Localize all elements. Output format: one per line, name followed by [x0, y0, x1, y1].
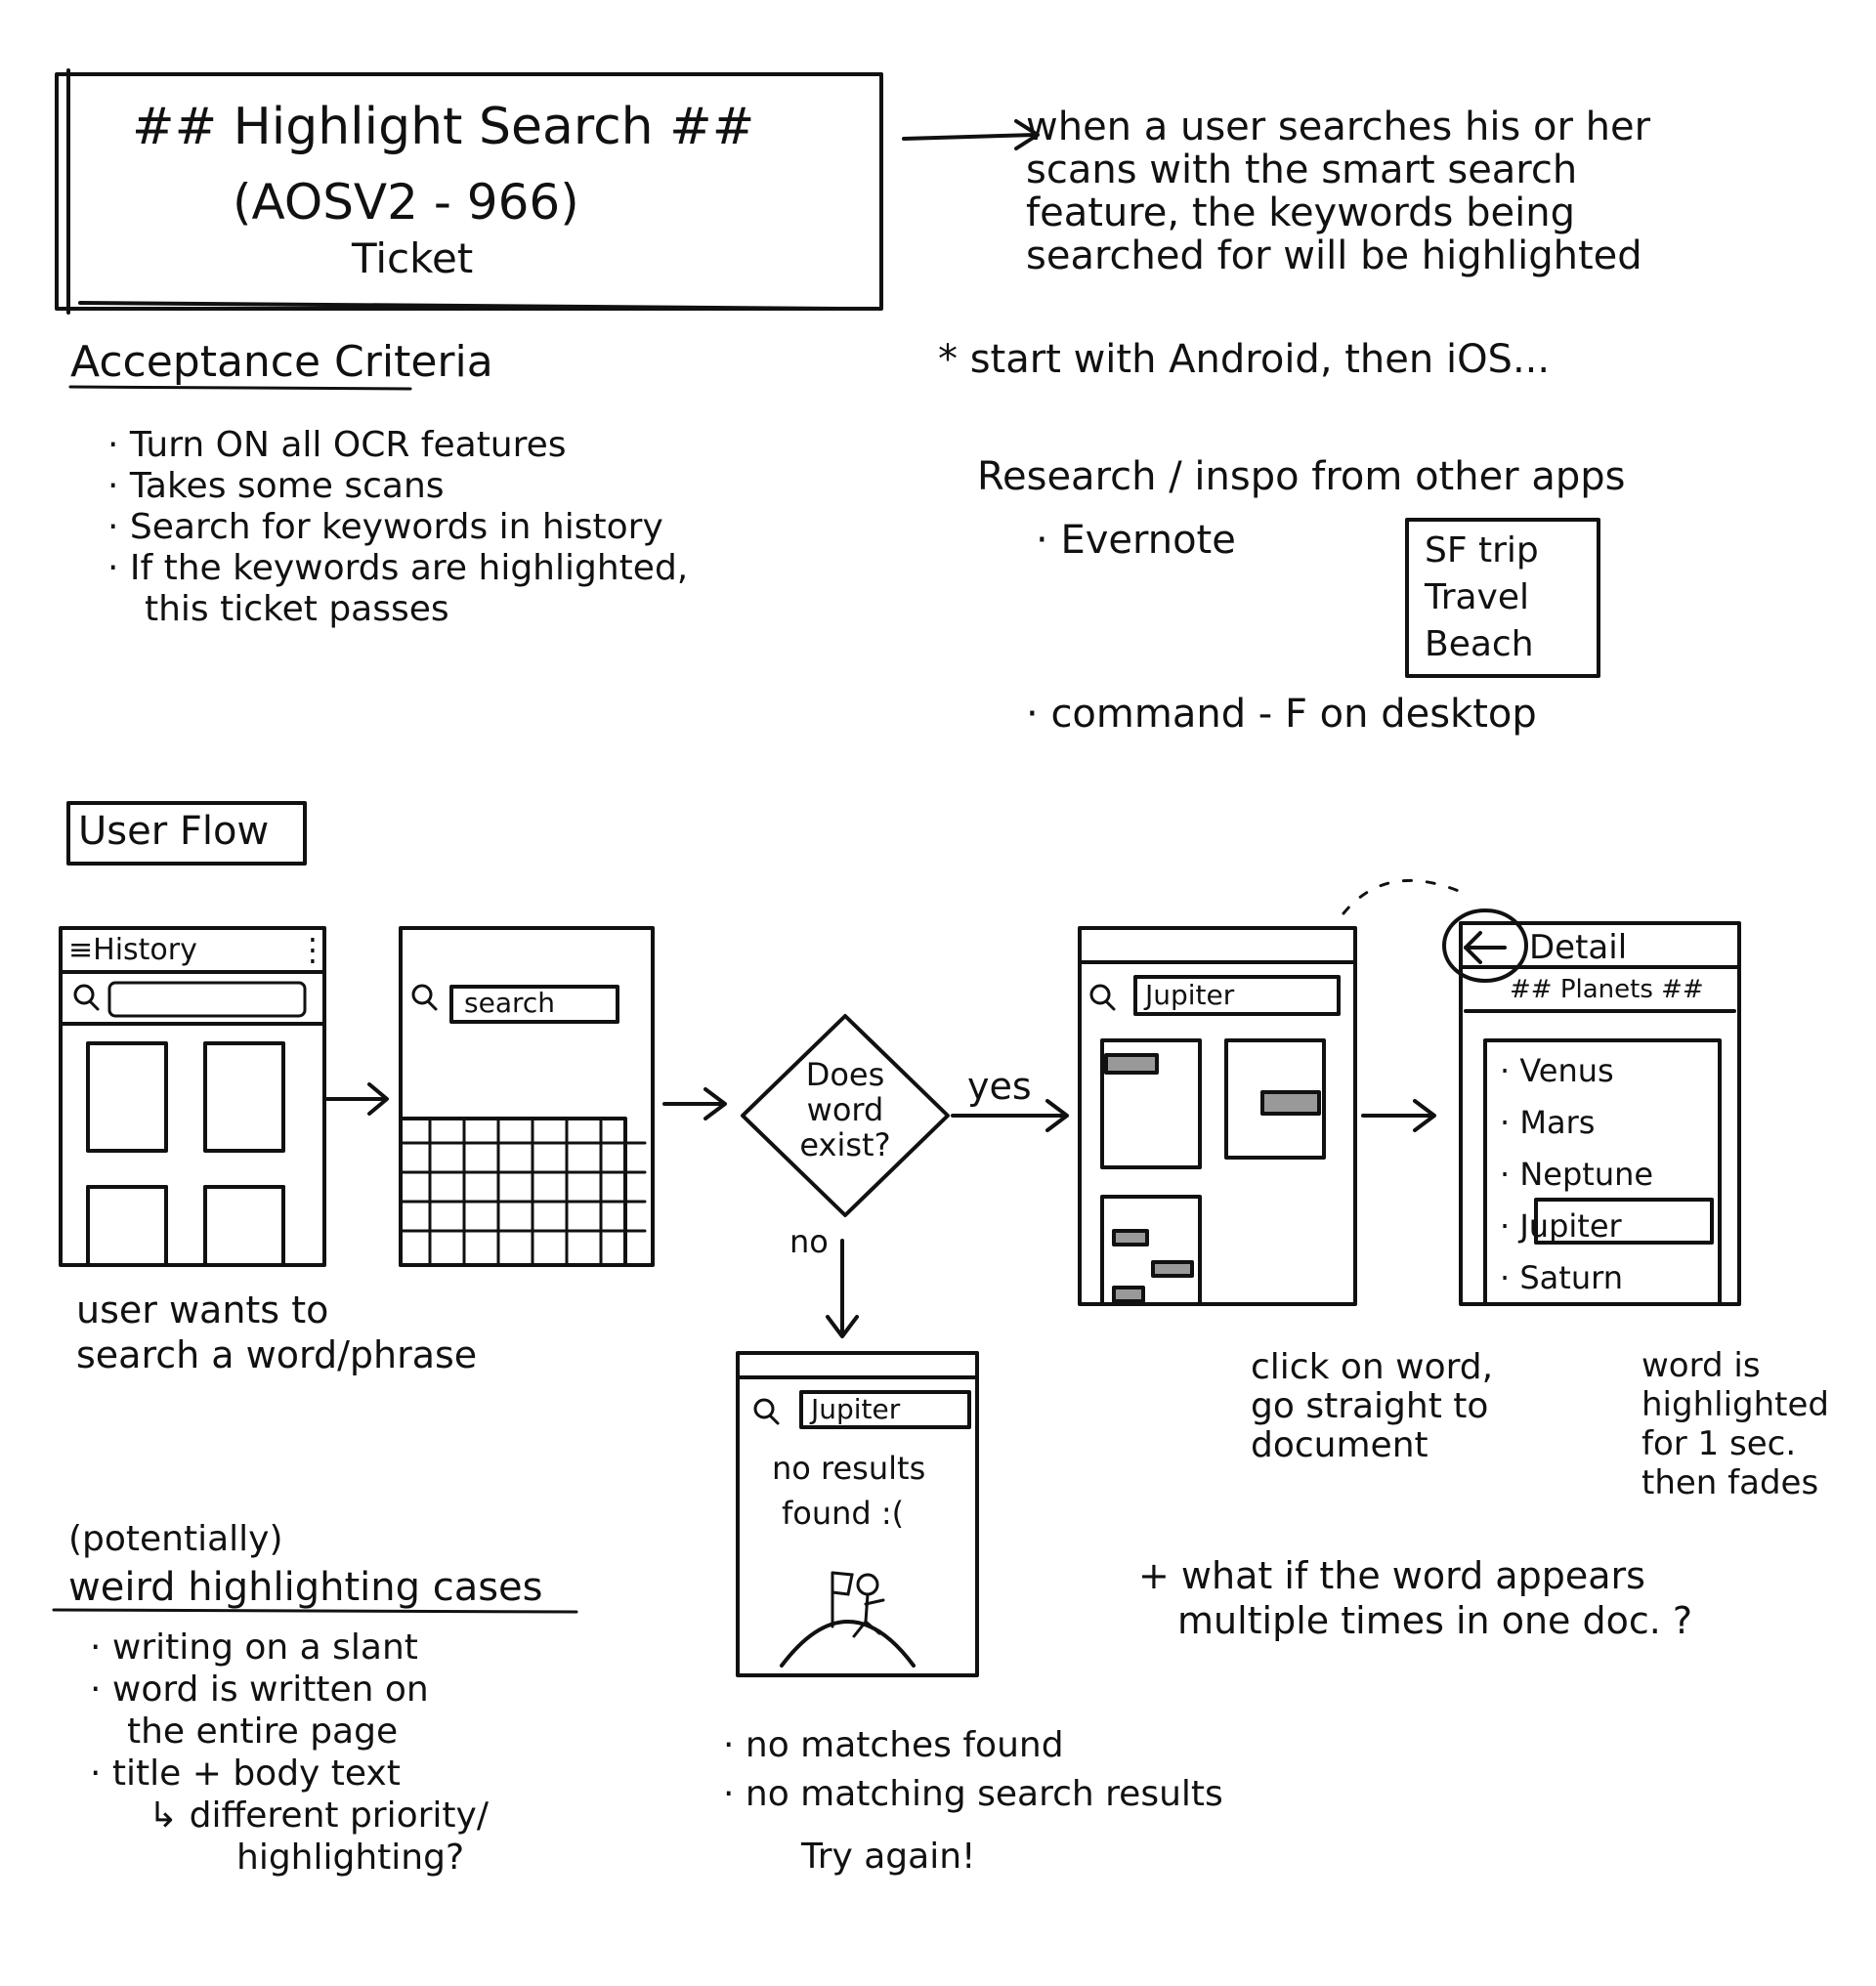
- decision-line: word: [806, 1091, 884, 1128]
- decision-diamond: [741, 1014, 950, 1217]
- caption-highlight: word is highlighted for 1 sec. then fade…: [1642, 1346, 1829, 1502]
- evernote-label: Evernote: [1060, 518, 1236, 563]
- acceptance-item: Takes some scans: [107, 466, 688, 507]
- tag-box: [1405, 518, 1600, 678]
- user-flow-label: User Flow: [78, 809, 270, 854]
- weird-item: title + body text: [90, 1753, 489, 1795]
- acceptance-item: Turn ON all OCR features: [107, 425, 688, 466]
- acceptance-item: Search for keywords in history: [107, 507, 688, 548]
- acceptance-underline: [68, 385, 412, 391]
- decision-text: Does word exist?: [787, 1057, 904, 1162]
- results-query: Jupiter: [1145, 979, 1235, 1011]
- arrow-results-to-detail: [1361, 1099, 1436, 1132]
- detail-item: Venus: [1500, 1045, 1653, 1097]
- caption-line: go straight to: [1251, 1386, 1489, 1426]
- weird-item-cont: the entire page: [127, 1711, 399, 1752]
- tag-list: SF trip Travel Beach: [1425, 528, 1539, 668]
- multi-note-line: multiple times in one doc. ?: [1177, 1599, 1693, 1642]
- caption-line: then fades: [1642, 1463, 1819, 1502]
- caption-line: search a word/phrase: [76, 1333, 478, 1376]
- user-flow-box: [66, 801, 307, 866]
- tag-item: Travel: [1425, 577, 1530, 617]
- decision-line: exist?: [799, 1126, 891, 1163]
- ticket-description: when a user searches his or her scans wi…: [1026, 106, 1650, 277]
- caption-line: for 1 sec.: [1642, 1424, 1797, 1463]
- acceptance-list: Turn ON all OCR features Takes some scan…: [107, 425, 688, 630]
- weird-item-sub: highlighting?: [236, 1838, 465, 1878]
- history-title-text: History: [93, 933, 197, 967]
- search-screen: [399, 926, 655, 1267]
- results-screen: [1078, 926, 1357, 1306]
- detail-item: Saturn: [1500, 1252, 1653, 1304]
- yes-label: yes: [967, 1065, 1032, 1108]
- description-line: feature, the keywords being: [1026, 190, 1575, 235]
- no-results-line: found :(: [782, 1495, 905, 1532]
- detail-item-highlighted: Jupiter: [1500, 1201, 1653, 1252]
- research-desktop: · command - F on desktop: [1026, 692, 1537, 737]
- caption-line: user wants to: [76, 1289, 329, 1331]
- caption-line: document: [1251, 1425, 1428, 1465]
- weird-underline: [52, 1608, 578, 1614]
- caption-click: click on word, go straight to document: [1251, 1348, 1493, 1465]
- caption-history: user wants to search a word/phrase: [76, 1288, 477, 1377]
- caption-line: word is: [1642, 1346, 1761, 1385]
- dotted-back-arc: [1342, 878, 1468, 915]
- description-line: searched for will be highlighted: [1026, 233, 1642, 278]
- description-line: scans with the smart search: [1026, 148, 1578, 192]
- no-match-line: Try again!: [801, 1837, 976, 1877]
- history-screen: [59, 926, 326, 1267]
- detail-item: Neptune: [1500, 1149, 1653, 1201]
- tag-item: Beach: [1425, 624, 1534, 664]
- no-results-line: no results: [772, 1450, 926, 1487]
- no-results-screen: [736, 1351, 979, 1677]
- weird-item: word is written on: [90, 1669, 489, 1711]
- acceptance-item: If the keywords are highlighted,: [107, 548, 688, 589]
- multi-note: + what if the word appears multiple time…: [1138, 1553, 1692, 1643]
- detail-list: Venus Mars Neptune Jupiter Saturn: [1500, 1045, 1653, 1304]
- platform-note: * start with Android, then iOS...: [938, 337, 1551, 382]
- ticket-code: (AOSV2 - 966): [233, 174, 579, 231]
- no-match-notes: · no matches found · no matching search …: [723, 1721, 1223, 1881]
- multi-note-line: + what if the word appears: [1138, 1554, 1645, 1597]
- detail-screen: [1442, 908, 1741, 1306]
- acceptance-item-cont: this ticket passes: [145, 589, 449, 629]
- detail-item: Mars: [1500, 1097, 1653, 1149]
- research-heading: Research / inspo from other apps: [977, 454, 1626, 499]
- arrow-yes: [951, 1099, 1069, 1132]
- no-results-text: no results found :(: [772, 1446, 925, 1536]
- decision-line: Does: [805, 1056, 885, 1093]
- caption-line: highlighted: [1642, 1385, 1829, 1424]
- description-line: when a user searches his or her: [1026, 105, 1651, 149]
- arrow-search-to-decision: [662, 1087, 727, 1120]
- weird-item: writing on a slant: [90, 1627, 489, 1669]
- overflow-menu-icon: ⋮: [297, 931, 328, 968]
- acceptance-heading: Acceptance Criteria: [70, 337, 493, 387]
- history-title: ≡History: [68, 933, 197, 967]
- desktop-label: command - F on desktop: [1050, 692, 1537, 737]
- research-evernote: · Evernote: [1036, 518, 1236, 563]
- no-match-line: · no matches found: [723, 1725, 1064, 1765]
- weird-pre: (potentially): [68, 1519, 283, 1559]
- detail-subtitle: ## Planets ##: [1510, 975, 1704, 1004]
- weird-item-sub: ↳ different priority/: [149, 1796, 489, 1836]
- weird-list: writing on a slant word is written on th…: [90, 1627, 489, 1879]
- ticket-box: [55, 68, 883, 315]
- search-box-text: search: [464, 987, 556, 1019]
- no-match-line: · no matching search results: [723, 1774, 1223, 1814]
- ticket-label: Ticket: [352, 234, 474, 282]
- ticket-title: ## Highlight Search ##: [132, 98, 755, 156]
- caption-line: click on word,: [1251, 1347, 1494, 1387]
- arrow-history-to-search: [325, 1082, 389, 1116]
- no-results-query: Jupiter: [811, 1393, 901, 1425]
- no-label: no: [789, 1223, 829, 1260]
- weird-heading: weird highlighting cases: [68, 1565, 543, 1610]
- tag-item: SF trip: [1425, 530, 1539, 570]
- arrow-to-description: [902, 119, 1040, 150]
- detail-title: Detail: [1529, 928, 1628, 967]
- arrow-no: [826, 1239, 859, 1338]
